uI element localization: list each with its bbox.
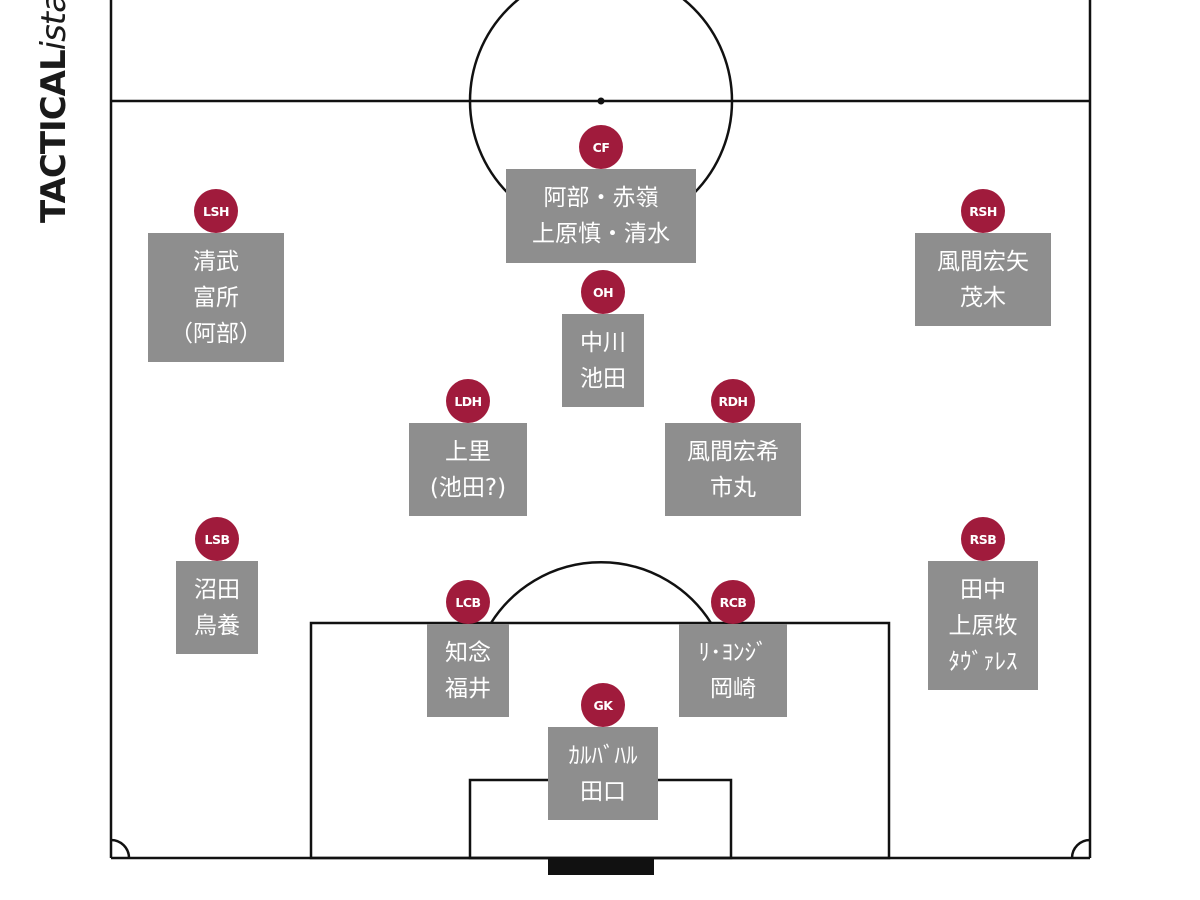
player-name: 風間宏希 <box>687 438 779 465</box>
player-name: 沼田 <box>194 576 240 603</box>
player-name: 上里 <box>445 438 491 465</box>
position-badge-gk: GK <box>581 683 625 727</box>
position-badge-rsh: RSH <box>961 189 1005 233</box>
goal <box>548 858 654 875</box>
player-name: ｶﾙﾊﾞﾊﾙ <box>568 742 638 769</box>
player-name: 風間宏矢 <box>937 248 1029 275</box>
position-badge-cf: CF <box>579 125 623 169</box>
player-name: 福井 <box>445 675 491 702</box>
player-name: ﾀｳﾞｧﾚｽ <box>948 648 1018 675</box>
player-names-oh: 中川池田 <box>562 314 644 407</box>
position-badge-ldh: LDH <box>446 379 490 423</box>
position-badge-oh: OH <box>581 270 625 314</box>
penalty-arc <box>489 561 713 624</box>
player-names-ldh: 上里 (池田?) <box>409 423 527 516</box>
position-badge-rdh: RDH <box>711 379 755 423</box>
player-name: (池田?) <box>429 474 507 501</box>
player-names-lsb: 沼田鳥養 <box>176 561 258 654</box>
position-badge-lsb: LSB <box>195 517 239 561</box>
player-name: 鳥養 <box>194 612 240 639</box>
player-name: （阿部） <box>170 320 262 347</box>
corner-arc-left <box>110 838 131 859</box>
player-name: 知念 <box>445 639 491 666</box>
player-names-cf: 阿部・赤嶺上原慎・清水 <box>506 169 696 263</box>
player-name: 中川 <box>580 329 626 356</box>
player-name: 池田 <box>580 365 626 392</box>
player-name: 市丸 <box>710 474 756 501</box>
player-names-rsh: 風間宏矢茂木 <box>915 233 1051 326</box>
position-badge-rsb: RSB <box>961 517 1005 561</box>
player-names-rsb: 田中上原牧 ﾀｳﾞｧﾚｽ <box>928 561 1038 690</box>
corner-arc-right <box>1070 838 1091 859</box>
position-badge-lsh: LSH <box>194 189 238 233</box>
position-badge-rcb: RCB <box>711 580 755 624</box>
player-name: 田中 <box>960 576 1006 603</box>
player-name: 岡崎 <box>710 675 756 702</box>
player-name: 上原牧 <box>948 612 1018 639</box>
center-spot <box>597 97 605 105</box>
player-names-rcb: ﾘ･ﾖﾝｼﾞ 岡崎 <box>679 624 787 717</box>
player-name: ﾘ･ﾖﾝｼﾞ <box>698 639 768 666</box>
player-name: 阿部・赤嶺 <box>543 185 659 211</box>
player-name: 富所 <box>193 284 239 311</box>
player-names-gk: ｶﾙﾊﾞﾊﾙ 田口 <box>548 727 658 820</box>
position-badge-lcb: LCB <box>446 580 490 624</box>
player-names-rdh: 風間宏希市丸 <box>665 423 801 516</box>
player-names-lsh: 清武富所 （阿部） <box>148 233 284 362</box>
player-name: 清武 <box>193 248 239 275</box>
player-name: 茂木 <box>960 284 1006 311</box>
player-names-lcb: 知念福井 <box>427 624 509 717</box>
player-name: 田口 <box>580 778 626 805</box>
player-name: 上原慎・清水 <box>532 221 670 247</box>
